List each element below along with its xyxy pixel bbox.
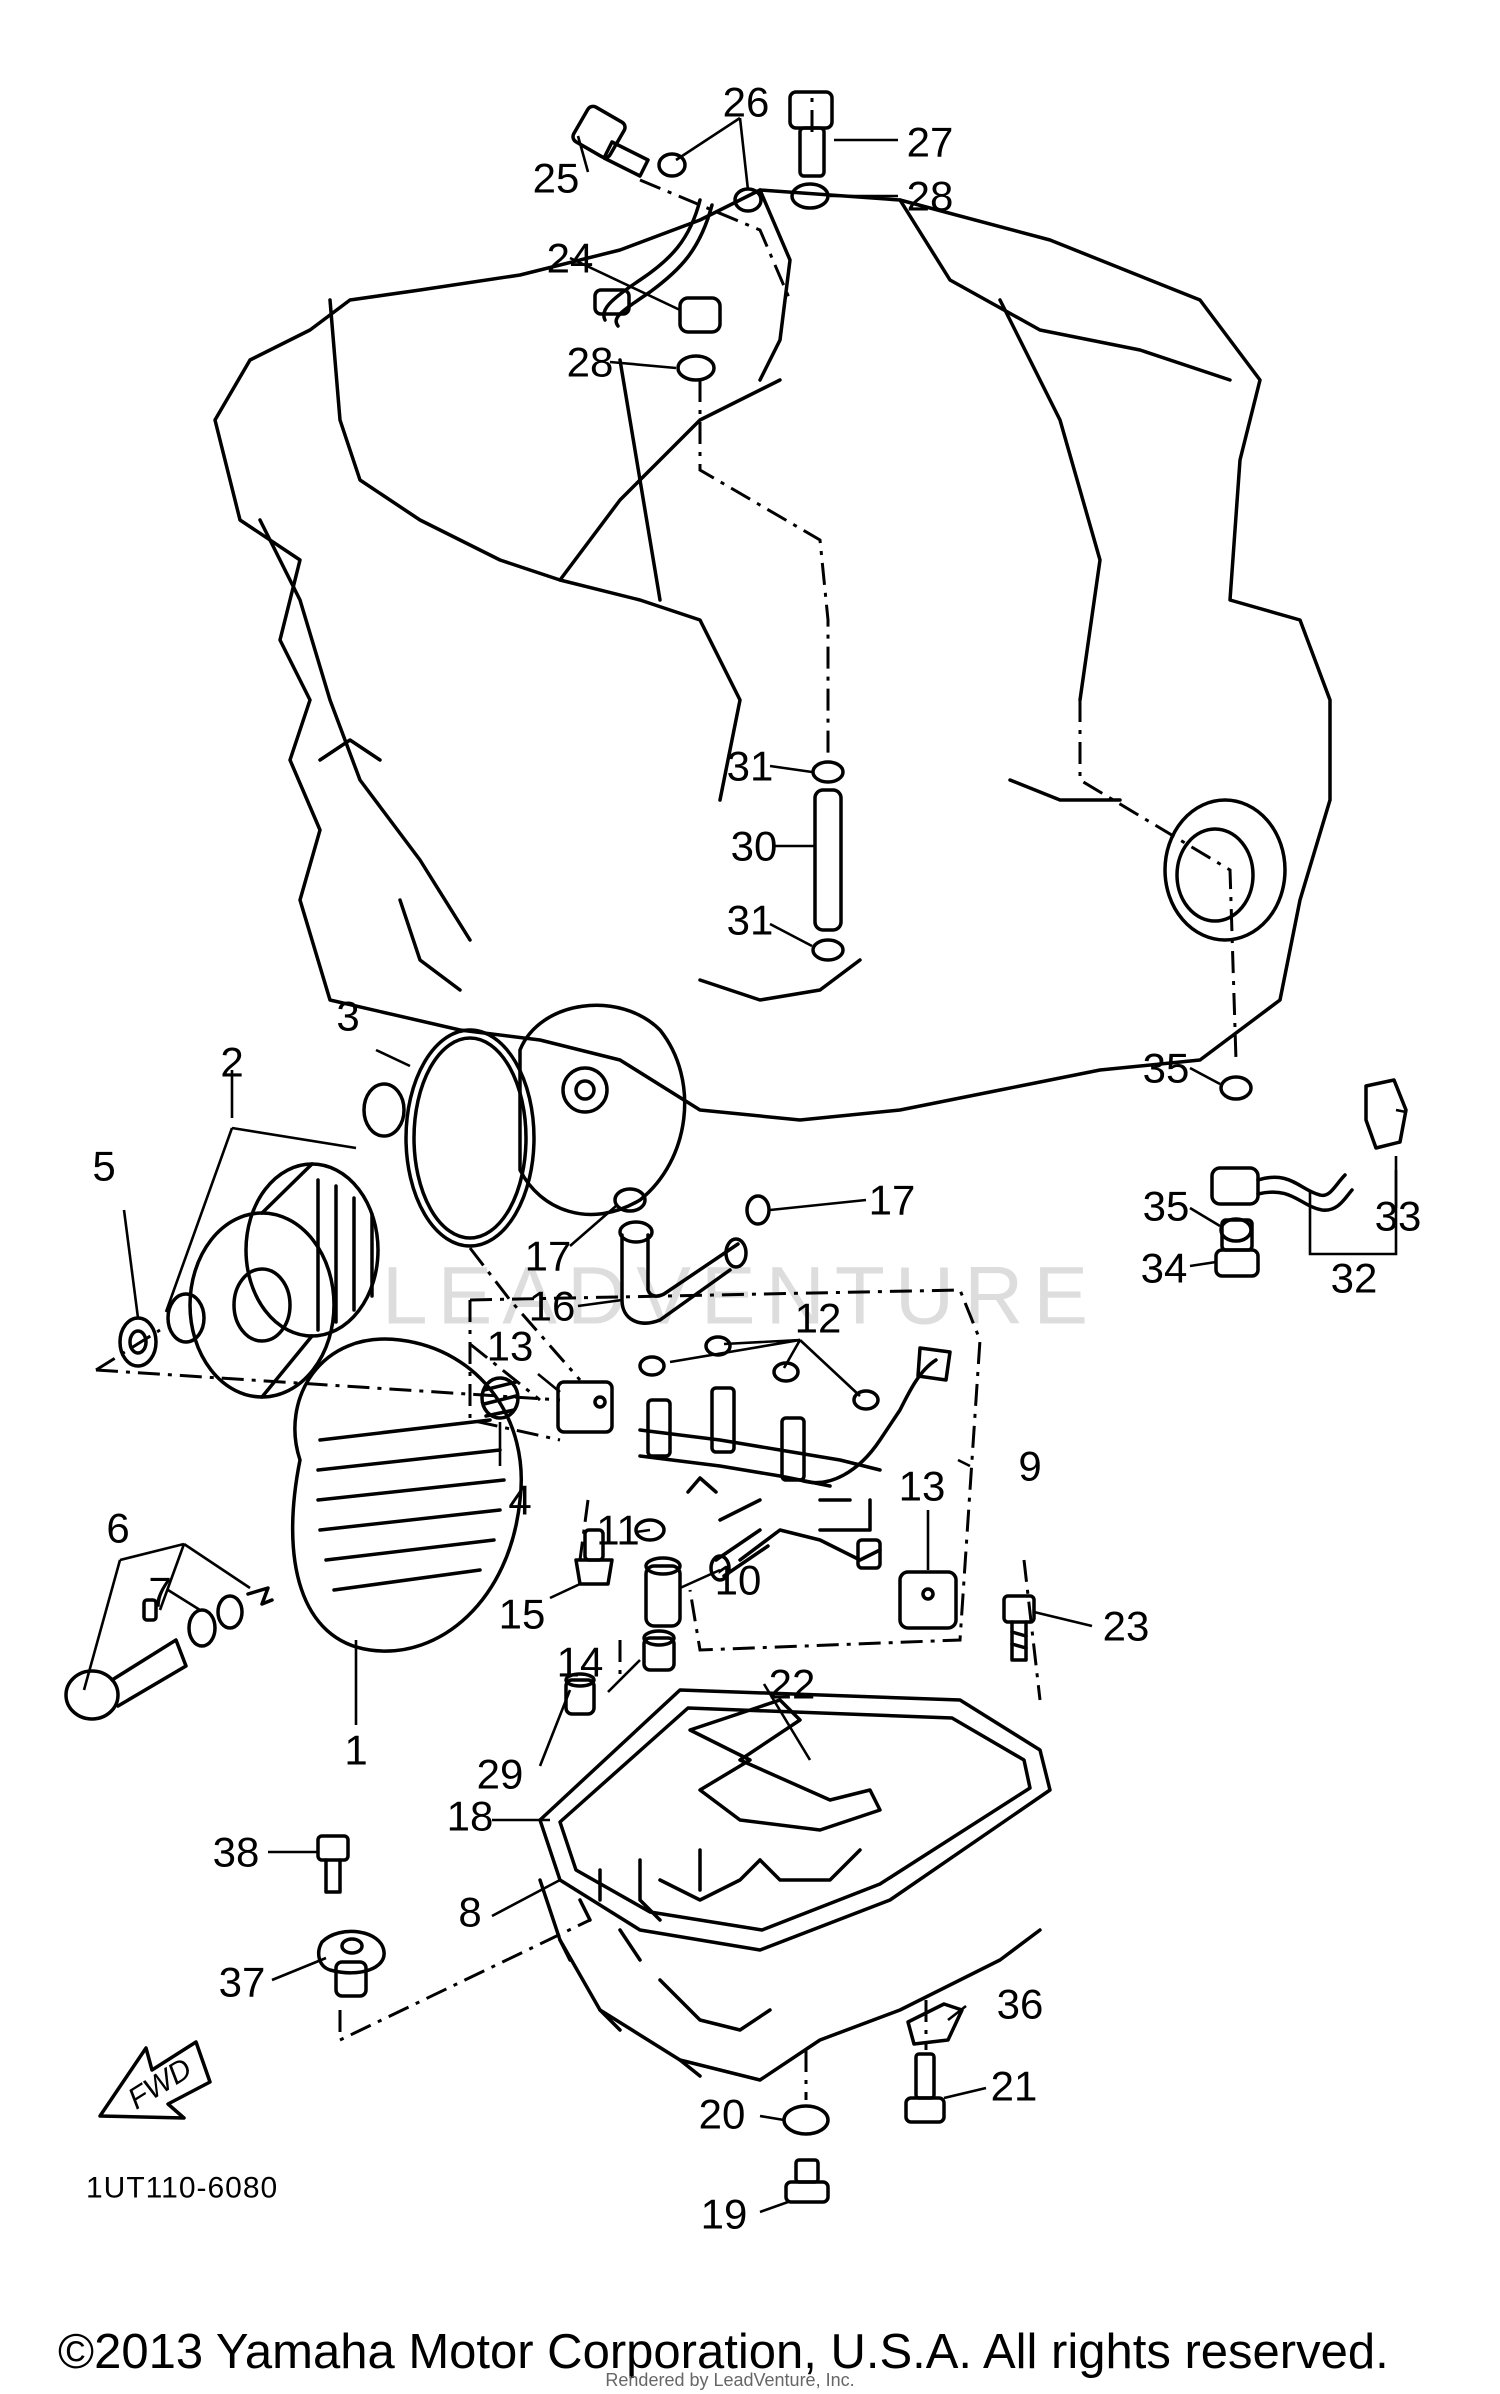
strainer-14-cap [644, 1556, 682, 1628]
forward-arrow: FWD [98, 2040, 212, 2120]
diagram-id: 1UT110-6080 [86, 2172, 278, 2205]
o-ring-11 [634, 1518, 666, 1542]
callout-12: 12 [795, 1295, 842, 1342]
relief-valve-13-left [556, 1380, 614, 1434]
engine-crankcase [213, 188, 1332, 1122]
callout-5: 5 [92, 1143, 115, 1190]
oil-pipe-30 [813, 788, 843, 932]
callout-3: 3 [336, 993, 359, 1040]
callout-1: 1 [344, 1727, 367, 1774]
oil-pan-gasket-18 [538, 1688, 1052, 1952]
callout-13-right: 13 [899, 1463, 946, 1510]
union-bolt-25 [571, 104, 650, 178]
callout-26: 26 [723, 79, 770, 126]
callout-28-upper: 28 [907, 173, 954, 220]
callout-36: 36 [997, 1981, 1044, 2028]
bolt-27 [788, 90, 834, 178]
pipe-assembly-32 [1210, 1166, 1354, 1212]
callout-34: 34 [1141, 1245, 1188, 1292]
washer-28-lower [676, 354, 716, 382]
callout-30: 30 [731, 823, 778, 870]
cap-33 [1364, 1078, 1408, 1150]
pipe-10 [709, 1528, 770, 1582]
plug-15 [574, 1528, 614, 1586]
bolt-23 [1002, 1594, 1036, 1662]
callout-31-upper: 31 [727, 743, 774, 790]
filter-bolt-6 [64, 1638, 188, 1721]
callout-14: 14 [557, 1639, 604, 1686]
callout-19: 19 [701, 2191, 748, 2238]
relief-valve-13-right [898, 1570, 958, 1630]
callout-21: 21 [991, 2063, 1038, 2110]
seal-2b [362, 1082, 406, 1138]
washer-28-upper [790, 182, 830, 210]
filter-mount-boss [518, 1003, 687, 1217]
callout-29: 29 [477, 1751, 524, 1798]
o-ring-3 [404, 1028, 536, 1248]
o-ring-31-upper [811, 760, 845, 784]
callout-18: 18 [447, 1793, 494, 1840]
oil-pan-8 [538, 1848, 1042, 2082]
bolt-21 [904, 2052, 946, 2124]
callout-24: 24 [547, 235, 594, 282]
o-ring-31-lower [811, 938, 845, 962]
forward-arrow-label: FWD [122, 2052, 197, 2116]
callout-33: 33 [1375, 1193, 1422, 1240]
plate-36 [906, 2002, 964, 2046]
callout-35-lower: 35 [1143, 1183, 1190, 1230]
callout-20: 20 [699, 2091, 746, 2138]
callout-27: 27 [907, 119, 954, 166]
dashed-alignment-lines [95, 96, 1238, 2100]
bolt-38 [316, 1834, 350, 1894]
callout-10: 10 [715, 1557, 762, 1604]
gasket-35-lower [1219, 1217, 1253, 1243]
cover-37 [316, 1929, 386, 1998]
o-ring-7 [142, 1586, 274, 1648]
callout-32: 32 [1331, 1255, 1378, 1302]
callout-6: 6 [106, 1505, 129, 1552]
callout-17-right: 17 [869, 1177, 916, 1224]
o-ring-17-left [613, 1187, 647, 1213]
oil-filter-cover-1 [290, 1337, 523, 1653]
callout-4: 4 [508, 1477, 531, 1524]
forward-arrow-icon [98, 2040, 212, 2120]
callout-22: 22 [769, 1661, 816, 1708]
leader-lines [82, 116, 1407, 2214]
spring-4 [480, 1376, 520, 1420]
oil-filter-element-2 [188, 1162, 380, 1399]
callout-28-lower: 28 [567, 339, 614, 386]
baffle-plate-22 [688, 1698, 882, 1832]
callout-11: 11 [596, 1507, 640, 1554]
callout-16: 16 [529, 1283, 576, 1330]
callout-8: 8 [458, 1889, 481, 1936]
callout-13-left: 13 [487, 1323, 534, 1370]
callout-9: 9 [1018, 1443, 1041, 1490]
callout-labels: 1 2 3 4 5 6 7 8 9 10 11 12 13 13 14 15 1… [92, 79, 1421, 2238]
gasket-35-upper [1219, 1075, 1253, 1101]
washer-5b [166, 1292, 206, 1344]
copyright-notice: ©2013 Yamaha Motor Corporation, U.S.A. A… [58, 2325, 1389, 2379]
callout-7: 7 [148, 1569, 171, 1616]
gasket-20 [782, 2104, 830, 2136]
callout-15: 15 [499, 1591, 546, 1638]
callout-25: 25 [533, 155, 580, 202]
collar-14 [642, 1629, 676, 1672]
callout-38: 38 [213, 1829, 260, 1876]
rendered-by-note: Rendered by LeadVenture, Inc. [605, 2370, 854, 2390]
callout-23: 23 [1103, 1603, 1150, 1650]
callout-37: 37 [219, 1959, 266, 2006]
o-ring-17-right [745, 1194, 771, 1226]
drain-bolt-19 [784, 2158, 830, 2204]
strainer-pipe-assembly-9 [638, 1346, 952, 1570]
callout-35-upper: 35 [1143, 1045, 1190, 1092]
callout-17-left: 17 [525, 1233, 572, 1280]
callout-2: 2 [220, 1039, 243, 1086]
callout-31-lower: 31 [727, 897, 774, 944]
oil-delivery-pipe-24 [593, 198, 722, 334]
